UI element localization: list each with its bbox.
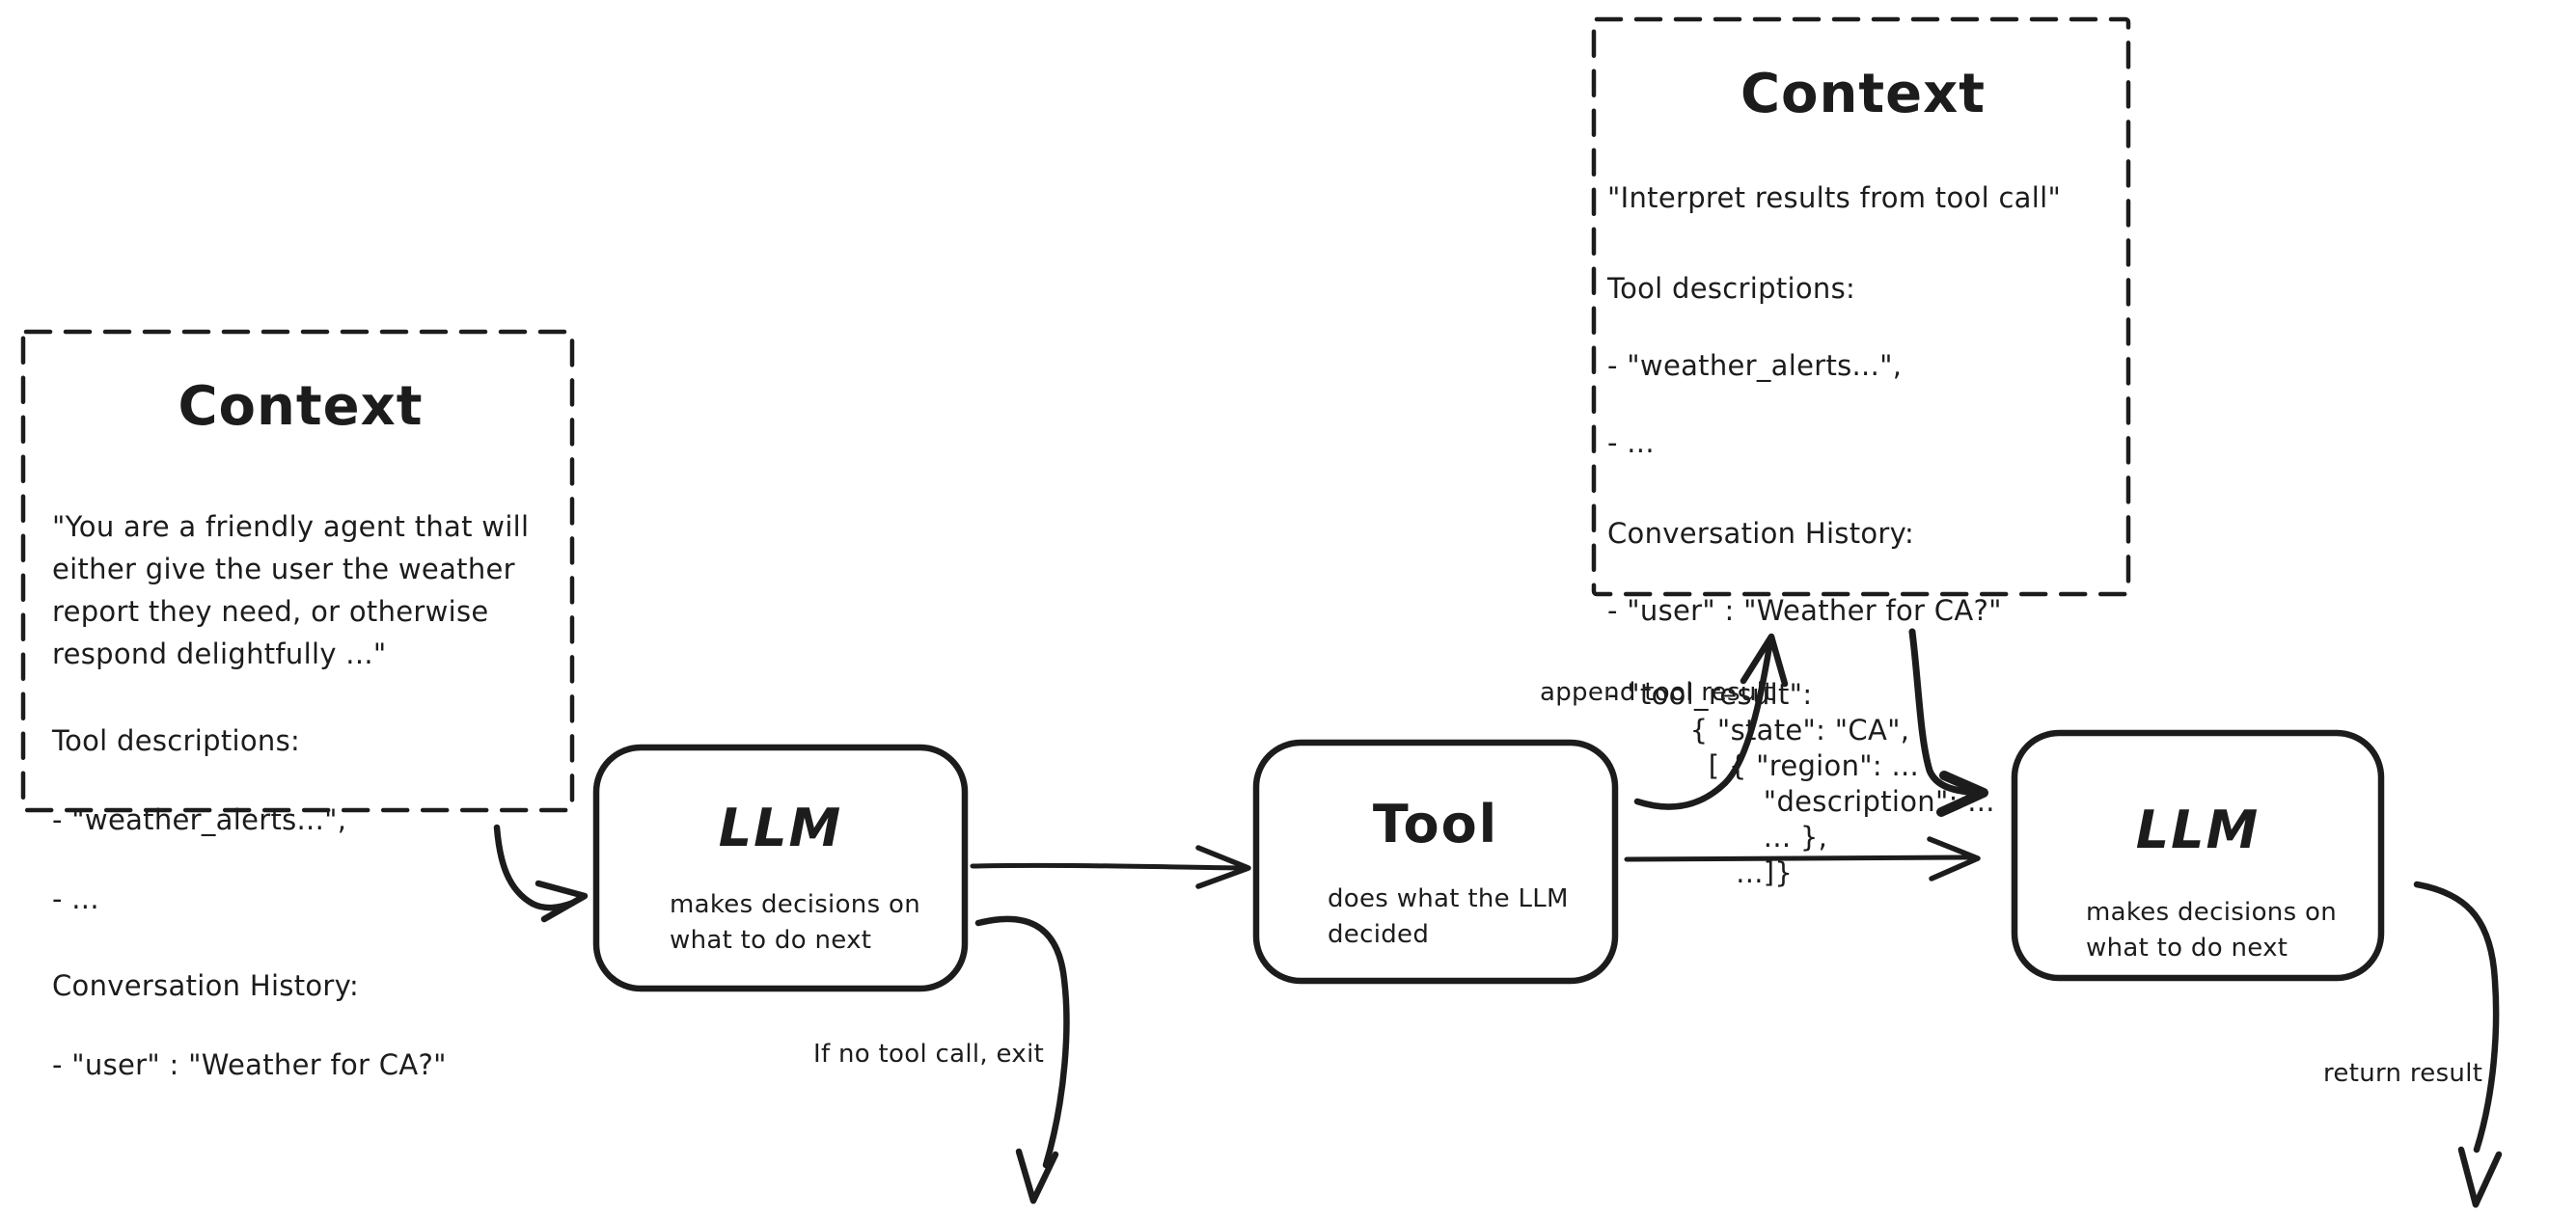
arrowhead-llm1-exit	[1015, 1148, 1059, 1205]
arrow-tool-to-llm2	[1624, 855, 1973, 862]
context-right-tool-descriptions-heading: Tool descriptions:	[1607, 272, 1856, 305]
context-right-instruction: "Interpret results from tool call"	[1607, 181, 2062, 214]
context-right-tool-result-block: - "tool_result": { "state": "CA", [ { "r…	[1607, 678, 1995, 889]
llm-2-node-title: LLM	[2135, 800, 2261, 860]
llm-1-node-title: LLM	[718, 798, 843, 858]
tool-node-title: Tool	[1372, 794, 1499, 855]
context-right-box: Context "Interpret results from tool cal…	[1594, 19, 2128, 890]
context-left-conversation-item: - "user" : "Weather for CA?"	[52, 1048, 447, 1081]
arrowhead-context-right-to-llm2	[1936, 771, 1988, 817]
arrowhead-llm2-return	[2457, 1146, 2503, 1208]
arrowhead-llm1-to-tool	[1195, 845, 1251, 889]
tool-node-border	[1252, 739, 1619, 985]
llm-2-node-subtitle: makes decisions on what to do next	[2086, 898, 2337, 963]
context-right-border	[1591, 16, 2131, 597]
context-right-conversation-item: - "user" : "Weather for CA?"	[1607, 594, 2002, 627]
context-right-tool-description-item: - ...	[1607, 426, 1655, 459]
context-left-title: Context	[178, 375, 424, 438]
llm-1-node-border	[592, 744, 969, 992]
llm-2-node-border	[2011, 729, 2385, 982]
arrowhead-context-left-to-llm1	[534, 880, 589, 923]
arrow-llm1-exit	[974, 915, 1070, 1169]
context-left-tool-descriptions-heading: Tool descriptions:	[52, 724, 301, 757]
arrow-llm1-to-tool	[970, 862, 1244, 871]
context-right-tool-description-item: - "weather_alerts...",	[1607, 349, 1903, 382]
arrow-tool-to-context-right	[1633, 642, 1773, 810]
context-left-tool-description-item: - ...	[52, 882, 99, 915]
context-left-conversation-heading: Conversation History:	[52, 969, 360, 1002]
edge-label-return-result: return result	[2323, 1059, 2483, 1088]
arrowhead-tool-to-context-right	[1740, 633, 1789, 688]
context-left-system-prompt: "You are a friendly agent that will eith…	[52, 510, 530, 670]
tool-node-subtitle: does what the LLM decided	[1328, 884, 1569, 949]
context-right-conversation-heading: Conversation History:	[1607, 517, 1915, 550]
arrow-context-left-to-llm1	[493, 824, 577, 911]
context-left-box: Context "You are a friendly agent that w…	[23, 332, 572, 1082]
context-right-title: Context	[1740, 63, 1987, 125]
llm-1-node-subtitle: makes decisions on what to do next	[670, 890, 920, 955]
arrow-llm2-return	[2413, 881, 2500, 1153]
arrowhead-tool-to-llm2	[1927, 836, 1981, 882]
context-left-tool-description-item: - "weather_alerts...",	[52, 803, 347, 836]
edge-label-append-tool-result: append tool result	[1540, 678, 1774, 707]
arrow-context-right-to-llm2	[1908, 628, 1979, 797]
edge-label-if-no-tool-call-exit: If no tool call, exit	[813, 1040, 1045, 1069]
